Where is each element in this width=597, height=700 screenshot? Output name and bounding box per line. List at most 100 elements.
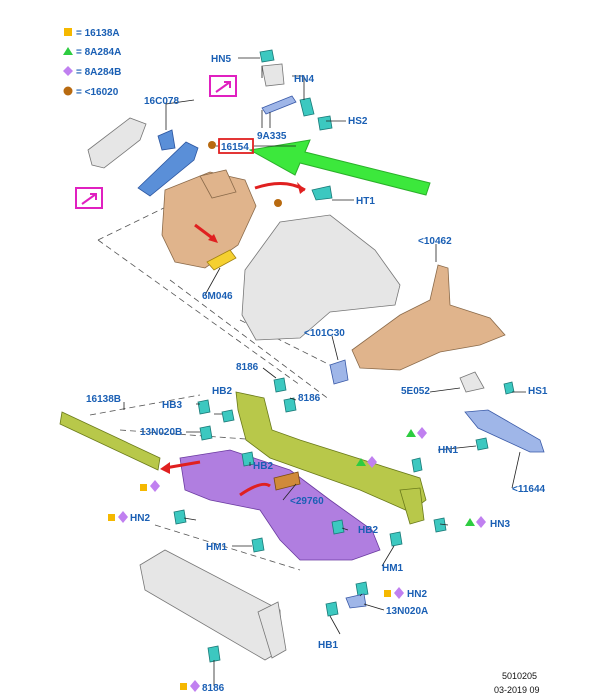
support-leg bbox=[399, 487, 425, 525]
symbol-8a284b-icon bbox=[150, 480, 160, 492]
label-16138b: 16138B bbox=[86, 394, 121, 405]
part-101c30 bbox=[329, 359, 349, 385]
label-ht1: HT1 bbox=[356, 196, 375, 207]
grommet-16020-icon bbox=[274, 199, 282, 207]
part-13n020a bbox=[345, 593, 367, 609]
legend-item-1: = 16138A bbox=[76, 28, 120, 39]
clip-hn1 bbox=[411, 457, 423, 473]
red-arrow bbox=[254, 182, 306, 192]
symbol-16138a-icon bbox=[140, 484, 147, 491]
clip-8186 bbox=[273, 377, 287, 393]
symbol-16138a-icon bbox=[384, 590, 391, 597]
label-hn1-a: HN1 bbox=[438, 445, 458, 456]
red-arrow bbox=[239, 482, 271, 497]
dashed-guide bbox=[97, 204, 331, 401]
part-6m046 bbox=[206, 249, 237, 271]
label-8186-c: 8186 bbox=[202, 683, 225, 694]
label-hn5: HN5 bbox=[211, 54, 231, 65]
label-10462: <10462 bbox=[418, 236, 452, 247]
symbol-8a284a-icon bbox=[406, 429, 416, 437]
part-9a335 bbox=[261, 95, 297, 115]
callout-box-left bbox=[75, 187, 103, 209]
label-13n020b: 13N020B bbox=[140, 427, 182, 438]
symbol-8a284b-icon bbox=[190, 680, 200, 692]
symbol-16138a-icon bbox=[108, 514, 115, 521]
clip-8186-bottom bbox=[207, 645, 221, 663]
label-hn2-a: HN2 bbox=[130, 513, 150, 524]
clip-hn2-right bbox=[355, 581, 369, 597]
legend: = 16138A = 8A284A = 8A284B = <16020 bbox=[63, 28, 121, 98]
symbol-8a284b-icon bbox=[476, 516, 486, 528]
label-hm1-a: HM1 bbox=[206, 542, 228, 553]
label-5e052: 5E052 bbox=[401, 386, 430, 397]
clip-hb1 bbox=[325, 601, 339, 617]
panel-detail bbox=[199, 169, 237, 199]
part-5e052 bbox=[459, 371, 485, 393]
label-6m046: 6M046 bbox=[202, 291, 233, 302]
symbol-8a284b-icon bbox=[417, 427, 427, 439]
clip-ht1 bbox=[311, 185, 333, 201]
label-29760: <29760 bbox=[290, 496, 324, 507]
clip-hb2 bbox=[221, 409, 235, 423]
arrow-box-icon bbox=[215, 81, 231, 93]
clip-hm1 bbox=[251, 537, 265, 553]
symbol-8a284b-icon bbox=[394, 587, 404, 599]
leader-lines bbox=[123, 57, 526, 686]
part-11644 bbox=[464, 409, 545, 453]
label-8186-b: 8186 bbox=[298, 393, 321, 404]
bracket-hn5 bbox=[261, 63, 285, 87]
clip-hn5 bbox=[259, 49, 275, 63]
clip-hs2 bbox=[317, 115, 333, 131]
part-purple-lower bbox=[179, 449, 381, 561]
arrow-head-icon bbox=[208, 234, 218, 243]
label-hb2-a: HB2 bbox=[212, 386, 232, 397]
legend-circle-icon bbox=[63, 86, 73, 96]
part-16c078 bbox=[137, 141, 199, 197]
label-hs2: HS2 bbox=[348, 116, 368, 127]
symbol-16138a-icon bbox=[180, 683, 187, 690]
label-hn3: HN3 bbox=[490, 519, 510, 530]
label-16c078: 16C078 bbox=[144, 96, 179, 107]
bracket-blue-small bbox=[157, 129, 176, 151]
legend-item-4: = <16020 bbox=[76, 87, 119, 98]
label-13n020a: 13N020A bbox=[386, 606, 428, 617]
bumper-beam bbox=[139, 549, 283, 661]
bracket-gray bbox=[87, 117, 147, 169]
label-11644: <11644 bbox=[512, 484, 546, 495]
dashed-guide bbox=[89, 394, 301, 571]
arrow-box-icon bbox=[81, 193, 97, 205]
label-hs1: HS1 bbox=[528, 386, 548, 397]
clip-hn1-right bbox=[475, 437, 489, 451]
part-16138b bbox=[59, 411, 161, 471]
label-101c30: <101C30 bbox=[304, 328, 345, 339]
symbol-8a284b-icon bbox=[118, 511, 128, 523]
footer-code: 5010205 bbox=[502, 671, 537, 681]
clip-hm1-right bbox=[389, 531, 403, 547]
label-hb2-c: HB2 bbox=[358, 525, 378, 536]
symbol-8a284a-icon bbox=[465, 518, 475, 526]
clip-hb2-lower bbox=[241, 451, 255, 467]
clip-hn4 bbox=[299, 97, 315, 117]
highlight-box bbox=[218, 138, 254, 154]
label-hn2-b: HN2 bbox=[407, 589, 427, 600]
footer-date: 03-2019 09 bbox=[494, 685, 540, 695]
label-8186-a: 8186 bbox=[236, 362, 259, 373]
arrow-head-icon bbox=[297, 182, 305, 194]
symbol-8a284b-icon bbox=[367, 456, 377, 468]
label-hm1-b: HM1 bbox=[382, 563, 404, 574]
label-hn4: HN4 bbox=[294, 74, 314, 85]
legend-item-3: = 8A284B bbox=[76, 67, 121, 78]
symbol-8a284a-icon bbox=[356, 458, 366, 466]
clip-13n020b bbox=[199, 425, 213, 441]
green-highlight-arrow bbox=[248, 139, 431, 196]
label-hb1: HB1 bbox=[318, 640, 338, 651]
wheelhouse-gray bbox=[241, 214, 401, 341]
part-10462 bbox=[351, 264, 506, 371]
arrow-head-icon bbox=[160, 462, 170, 474]
legend-diamond-icon bbox=[63, 66, 73, 76]
legend-square-icon bbox=[64, 28, 72, 36]
legend-item-2: = 8A284A bbox=[76, 47, 121, 58]
grommet-16020-icon bbox=[208, 141, 216, 149]
